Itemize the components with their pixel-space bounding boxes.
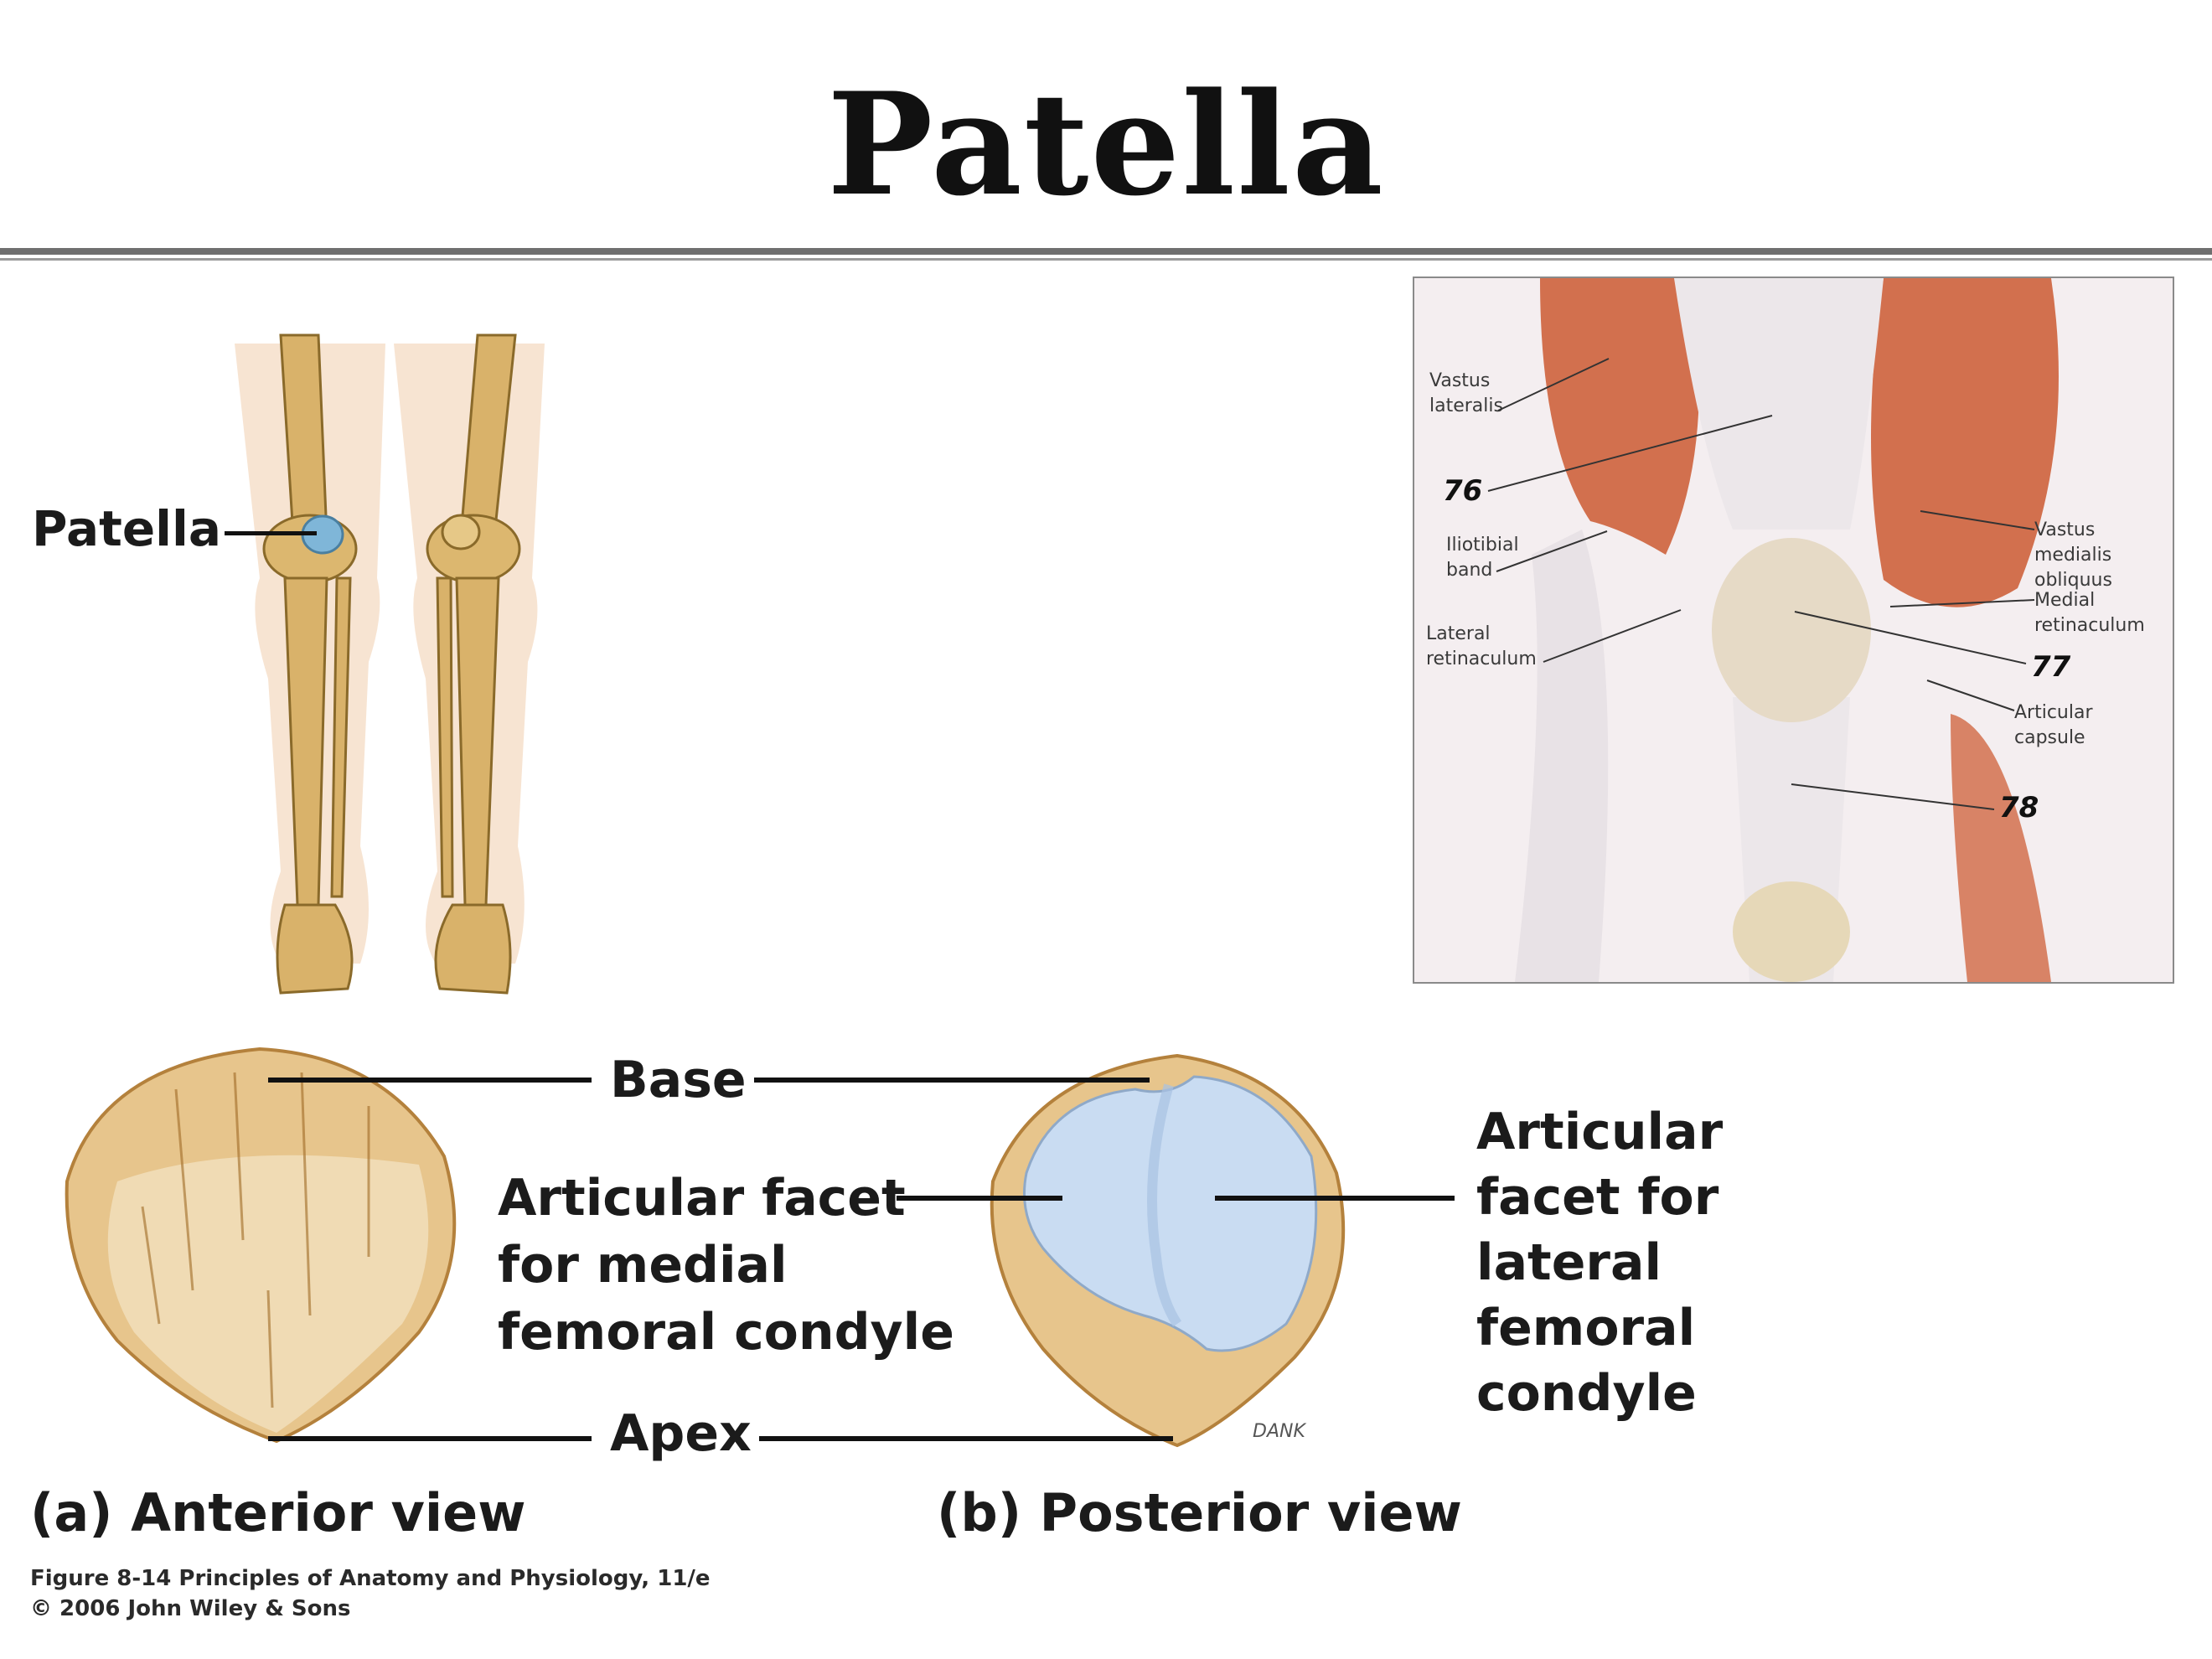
caption-anterior-view: (a) Anterior view (30, 1482, 526, 1543)
leader-78 (1791, 783, 1995, 810)
right-fibula (330, 576, 352, 898)
caption-posterior-view: (b) Posterior view (937, 1482, 1462, 1543)
legs-patella-label: Patella (32, 500, 222, 557)
label-medial-retinaculum: Medial retinaculum (2034, 588, 2152, 638)
leader-lateral-retinaculum (1543, 609, 1682, 663)
right-foot (276, 903, 354, 995)
label-apex: Apex (610, 1404, 752, 1463)
posterior-patella-illustration: DANK (990, 1053, 1346, 1448)
label-facet-lateral-line1: Articular (1476, 1103, 1724, 1161)
quadriceps-tendon (1674, 278, 1884, 530)
label-vastus-medialis: Vastus medialis obliquus (2034, 518, 2168, 593)
patella-bone (1712, 538, 1871, 722)
label-facet-medial: Articular facet for medial femoral condy… (498, 1165, 954, 1366)
left-fibula (436, 576, 454, 898)
label-lateral-retinaculum-text: Lateral retinaculum (1426, 623, 1537, 669)
label-facet-lateral-line4: femoral (1476, 1299, 1696, 1357)
figure-credit-line1: Figure 8-14 Principles of Anatomy and Ph… (30, 1566, 711, 1591)
label-base: Base (610, 1051, 747, 1109)
knee-muscle-illustration (1413, 276, 2174, 984)
label-facet-medial-line3: femoral condyle (498, 1303, 954, 1362)
label-articular-capsule: Articular capsule (2014, 700, 2106, 751)
legs-skeleton-illustration (235, 333, 545, 995)
leader-iliotibial-band (1496, 530, 1608, 572)
label-facet-lateral-line5: condyle (1476, 1364, 1697, 1423)
knee-muscle-drawing (1515, 278, 2059, 982)
vastus-lateralis-muscle (1540, 278, 1699, 555)
label-vastus-lateralis-text: Vastus lateralis (1429, 370, 1503, 416)
figure-credit: Figure 8-14 Principles of Anatomy and Ph… (30, 1563, 711, 1624)
leader-77 (1794, 611, 2027, 664)
tibial-tuberosity (1733, 881, 1850, 982)
left-foot (434, 903, 512, 995)
label-iliotibial-band: Iliotibial band (1446, 533, 1530, 583)
label-iliotibial-band-text: Iliotibial band (1446, 535, 1519, 581)
posterior-median-ridge (1147, 1083, 1182, 1327)
figure-credit-line2: © 2006 John Wiley & Sons (30, 1596, 351, 1621)
title-divider-thick (0, 248, 2212, 255)
title-divider-thin (0, 258, 2212, 261)
legs-patella-leader (225, 531, 317, 535)
label-facet-lateral-line3: lateral (1476, 1233, 1662, 1292)
label-77: 77 (2031, 650, 2071, 684)
leader-76 (1487, 415, 1773, 492)
leader-medial-retinaculum (1889, 599, 2035, 607)
leader-vastus-lateralis (1497, 358, 1610, 411)
label-vastus-lateralis: Vastus lateralis (1429, 369, 1522, 419)
label-facet-lateral: Articular facet for lateral femoral cond… (1476, 1099, 1723, 1426)
page-title: Patella (827, 61, 1385, 227)
anterior-patella-illustration (65, 1047, 457, 1444)
label-lateral-retinaculum: Lateral retinaculum (1426, 622, 1543, 672)
label-facet-medial-line2: for medial (498, 1236, 788, 1295)
label-vastus-medialis-text: Vastus medialis obliquus (2034, 519, 2112, 591)
leader-articular-capsule (1926, 680, 2015, 711)
label-78: 78 (1999, 791, 2039, 824)
label-facet-lateral-line2: facet for (1476, 1168, 1719, 1227)
anterior-patella-striations (141, 1072, 370, 1408)
left-patella (441, 514, 481, 550)
label-76: 76 (1443, 474, 1483, 508)
label-articular-capsule-text: Articular capsule (2014, 702, 2093, 748)
posterior-articular-surface (1023, 1075, 1318, 1352)
label-facet-medial-line1: Articular facet (498, 1169, 906, 1227)
lower-muscle-right (1951, 714, 2051, 982)
artist-signature: DANK (1253, 1421, 1306, 1442)
leader-vastus-medialis (1920, 510, 2035, 530)
iliotibial-band (1515, 530, 1609, 982)
label-medial-retinaculum-text: Medial retinaculum (2034, 590, 2145, 636)
vastus-medialis-muscle (1871, 278, 2059, 607)
